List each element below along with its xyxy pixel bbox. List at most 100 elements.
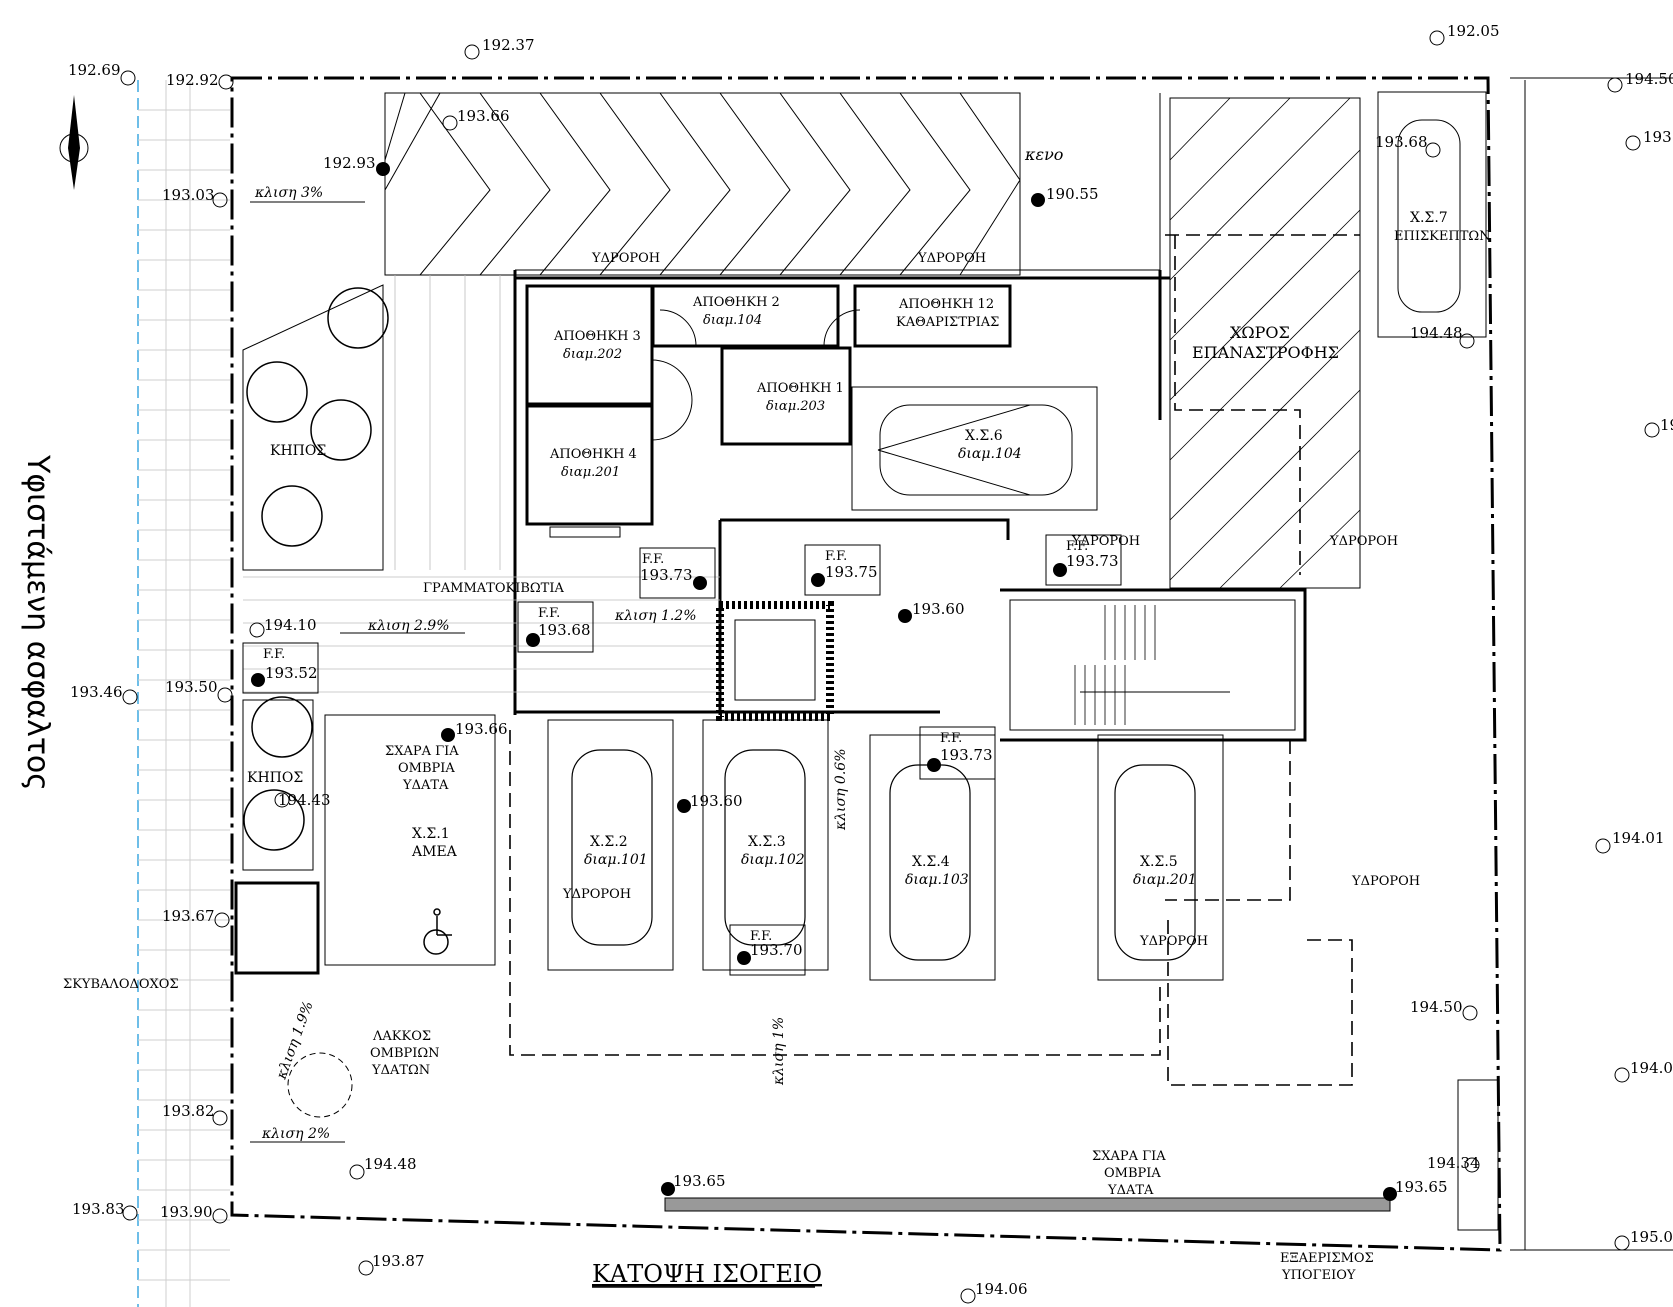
store-2-label: ΑΠΟΘΗΚΗ 2 — [692, 295, 780, 310]
car-icons — [571, 749, 1196, 961]
basement-vent — [1457, 1079, 1499, 1231]
turning-area-sublabel: ΕΠΑΝΑΣΤΡΟΦΗΣ — [1192, 343, 1339, 362]
store-3-label: ΑΠΟΘΗΚΗ 3 — [553, 329, 641, 344]
svg-text:ΥΔΑΤΑ: ΥΔΑΤΑ — [402, 778, 449, 793]
garden-areas: ΚΗΠΟΣ ΚΗΠΟΣ — [242, 284, 389, 871]
store-4-label: ΑΠΟΘΗΚΗ 4 — [549, 447, 637, 462]
side-road-label: Υφιστάμενη ασφαλτος — [20, 454, 55, 791]
parking-bays — [324, 714, 1353, 1086]
svg-text:193.68: 193.68 — [538, 621, 591, 639]
svg-text:F.F.: F.F. — [642, 552, 664, 567]
plan-title: ΚΑΤΟΨΗ ΙΣΟΓΕΙΟ — [592, 1260, 822, 1288]
garden-1-label: ΚΗΠΟΣ — [270, 443, 326, 459]
svg-text:κλιση 3%: κλιση 3% — [254, 185, 323, 201]
svg-text:ΥΔΑΤΑ: ΥΔΑΤΑ — [1107, 1183, 1154, 1198]
svg-text:ΥΠΟΓΕΙΟΥ: ΥΠΟΓΕΙΟΥ — [1281, 1268, 1356, 1283]
water-supply-label: ΥΔΡΟΡΟΗ — [917, 251, 986, 266]
void-label: κενο — [1024, 145, 1063, 164]
turning-area-label: ΧΩΡΟΣ — [1230, 323, 1290, 342]
svg-text:F.F.: F.F. — [263, 647, 285, 662]
svg-text:193.73: 193.73 — [640, 566, 693, 584]
garbage-bin-area — [234, 881, 320, 975]
svg-text:193.60: 193.60 — [690, 792, 743, 810]
parking-3-label: Χ.Σ.3 — [748, 834, 786, 850]
svg-text:194.48: 194.48 — [364, 1155, 417, 1173]
turning-area: ΧΩΡΟΣ ΕΠΑΝΑΣΤΡΟΦΗΣ — [1165, 97, 1361, 589]
store-2-sublabel: διαμ.104 — [703, 313, 762, 328]
storage-rooms: ΑΠΟΘΗΚΗ 3 διαμ.202 ΑΠΟΘΗΚΗ 4 διαμ.201 ΑΠ… — [525, 284, 1012, 526]
rain-pit — [287, 1052, 353, 1118]
svg-text:ΣΧΑΡΑ ΓΙΑ: ΣΧΑΡΑ ΓΙΑ — [1092, 1149, 1166, 1164]
sidewalk-grid — [137, 80, 230, 1307]
svg-text:193.70: 193.70 — [750, 941, 803, 959]
svg-text:194.10: 194.10 — [264, 616, 317, 634]
svg-text:193.52: 193.52 — [265, 664, 318, 682]
svg-text:F.F.: F.F. — [940, 731, 962, 746]
svg-text:193.73: 193.73 — [940, 746, 993, 764]
water-supply-label: ΥΔΡΟΡΟΗ — [1351, 874, 1420, 889]
parking-3-sublabel: διαμ.102 — [741, 852, 805, 868]
svg-text:193.83: 193.83 — [72, 1200, 125, 1218]
svg-text:193.03: 193.03 — [162, 186, 215, 204]
rain-grate-label-upper: ΣΧΑΡΑ ΓΙΑ ΟΜΒΡΙΑ ΥΔΑΤΑ — [385, 744, 459, 793]
building-walls — [513, 269, 1307, 742]
parking-5-sublabel: διαμ.201 — [1133, 872, 1197, 888]
svg-text:193.90: 193.90 — [160, 1203, 213, 1221]
svg-text:194.34: 194.34 — [1427, 1154, 1480, 1172]
svg-text:ΣΧΑΡΑ ΓΙΑ: ΣΧΑΡΑ ΓΙΑ — [385, 744, 459, 759]
finished-floor-boxes: F.F. F.F. F.F. F.F. F.F. F.F. F.F. — [242, 534, 1122, 976]
parking-2-label: Χ.Σ.2 — [590, 834, 628, 850]
svg-text:190.55: 190.55 — [1046, 185, 1099, 203]
svg-text:193.67: 193.67 — [162, 907, 215, 925]
water-supply-label: ΥΔΡΟΡΟΗ — [1329, 534, 1398, 549]
parking-space-6: Χ.Σ.6 διαμ.104 — [851, 386, 1098, 511]
svg-text:κλιση 1%: κλιση 1% — [771, 1017, 787, 1086]
elevator-core — [716, 601, 834, 721]
svg-text:193: 193 — [1643, 128, 1672, 146]
store-1-label: ΑΠΟΘΗΚΗ 1 — [756, 381, 844, 396]
svg-text:19: 19 — [1660, 416, 1673, 434]
svg-text:F.F.: F.F. — [538, 606, 560, 621]
parking-6-sublabel: διαμ.104 — [958, 446, 1022, 462]
lobby-tiles — [243, 275, 720, 693]
svg-text:ΟΜΒΡΙΑ: ΟΜΒΡΙΑ — [1104, 1166, 1161, 1181]
svg-text:ΟΜΒΡΙΑ: ΟΜΒΡΙΑ — [398, 761, 455, 776]
mailboxes — [549, 526, 621, 538]
svg-text:192.93: 192.93 — [323, 154, 376, 172]
svg-text:κλιση 1.2%: κλιση 1.2% — [614, 608, 697, 624]
svg-text:F.F.: F.F. — [750, 929, 772, 944]
garden-2-label: ΚΗΠΟΣ — [247, 770, 303, 786]
svg-text:193.87: 193.87 — [372, 1252, 425, 1270]
svg-text:194.0: 194.0 — [1630, 1059, 1673, 1077]
svg-text:κλιση 2.9%: κλιση 2.9% — [367, 618, 450, 634]
svg-text:ΟΜΒΡΙΩΝ: ΟΜΒΡΙΩΝ — [370, 1046, 440, 1061]
svg-text:193.75: 193.75 — [825, 563, 878, 581]
ramp-chevron-area: κενο — [384, 92, 1161, 276]
parking-4-label: Χ.Σ.4 — [912, 854, 950, 870]
svg-text:κλιση 1.9%: κλιση 1.9% — [273, 999, 316, 1082]
svg-text:193.82: 193.82 — [162, 1102, 215, 1120]
parking-6-label: Χ.Σ.6 — [965, 428, 1003, 444]
north-arrow-icon — [59, 95, 89, 190]
rain-grate-bottom — [664, 1197, 1391, 1212]
svg-text:193.50: 193.50 — [165, 678, 218, 696]
svg-text:ΛΑΚΚΟΣ: ΛΑΚΚΟΣ — [372, 1029, 431, 1044]
store-3-sublabel: διαμ.202 — [563, 347, 622, 362]
svg-text:192.69: 192.69 — [68, 61, 121, 79]
store-12-sublabel: ΚΑΘΑΡΙΣΤΡΙΑΣ — [896, 315, 999, 330]
svg-text:F.F.: F.F. — [825, 549, 847, 564]
rain-grate-label-lower: ΣΧΑΡΑ ΓΙΑ ΟΜΒΡΙΑ ΥΔΑΤΑ — [1092, 1149, 1166, 1198]
svg-text:192.92: 192.92 — [166, 71, 219, 89]
parking-7-sublabel: ΕΠΙΣΚΕΠΤΩΝ — [1394, 229, 1491, 244]
svg-text:194.01: 194.01 — [1612, 829, 1665, 847]
svg-text:194.50: 194.50 — [1410, 998, 1463, 1016]
svg-text:193.65: 193.65 — [673, 1172, 726, 1190]
water-supply-label: ΥΔΡΟΡΟΗ — [591, 251, 660, 266]
svg-text:192.37: 192.37 — [482, 36, 535, 54]
store-4-sublabel: διαμ.201 — [561, 465, 620, 480]
svg-text:ΕΞΑΕΡΙΣΜΟΣ: ΕΞΑΕΡΙΣΜΟΣ — [1280, 1251, 1374, 1266]
garbage-bin-label: ΣΚΥΒΑΛΟΔΟΧΟΣ — [63, 977, 179, 992]
svg-text:193.68: 193.68 — [1375, 133, 1428, 151]
water-supply-labels: ΥΔΡΟΡΟΗ ΥΔΡΟΡΟΗ ΥΔΡΟΡΟΗ ΥΔΡΟΡΟΗ ΥΔΡΟΡΟΗ … — [562, 251, 1420, 949]
